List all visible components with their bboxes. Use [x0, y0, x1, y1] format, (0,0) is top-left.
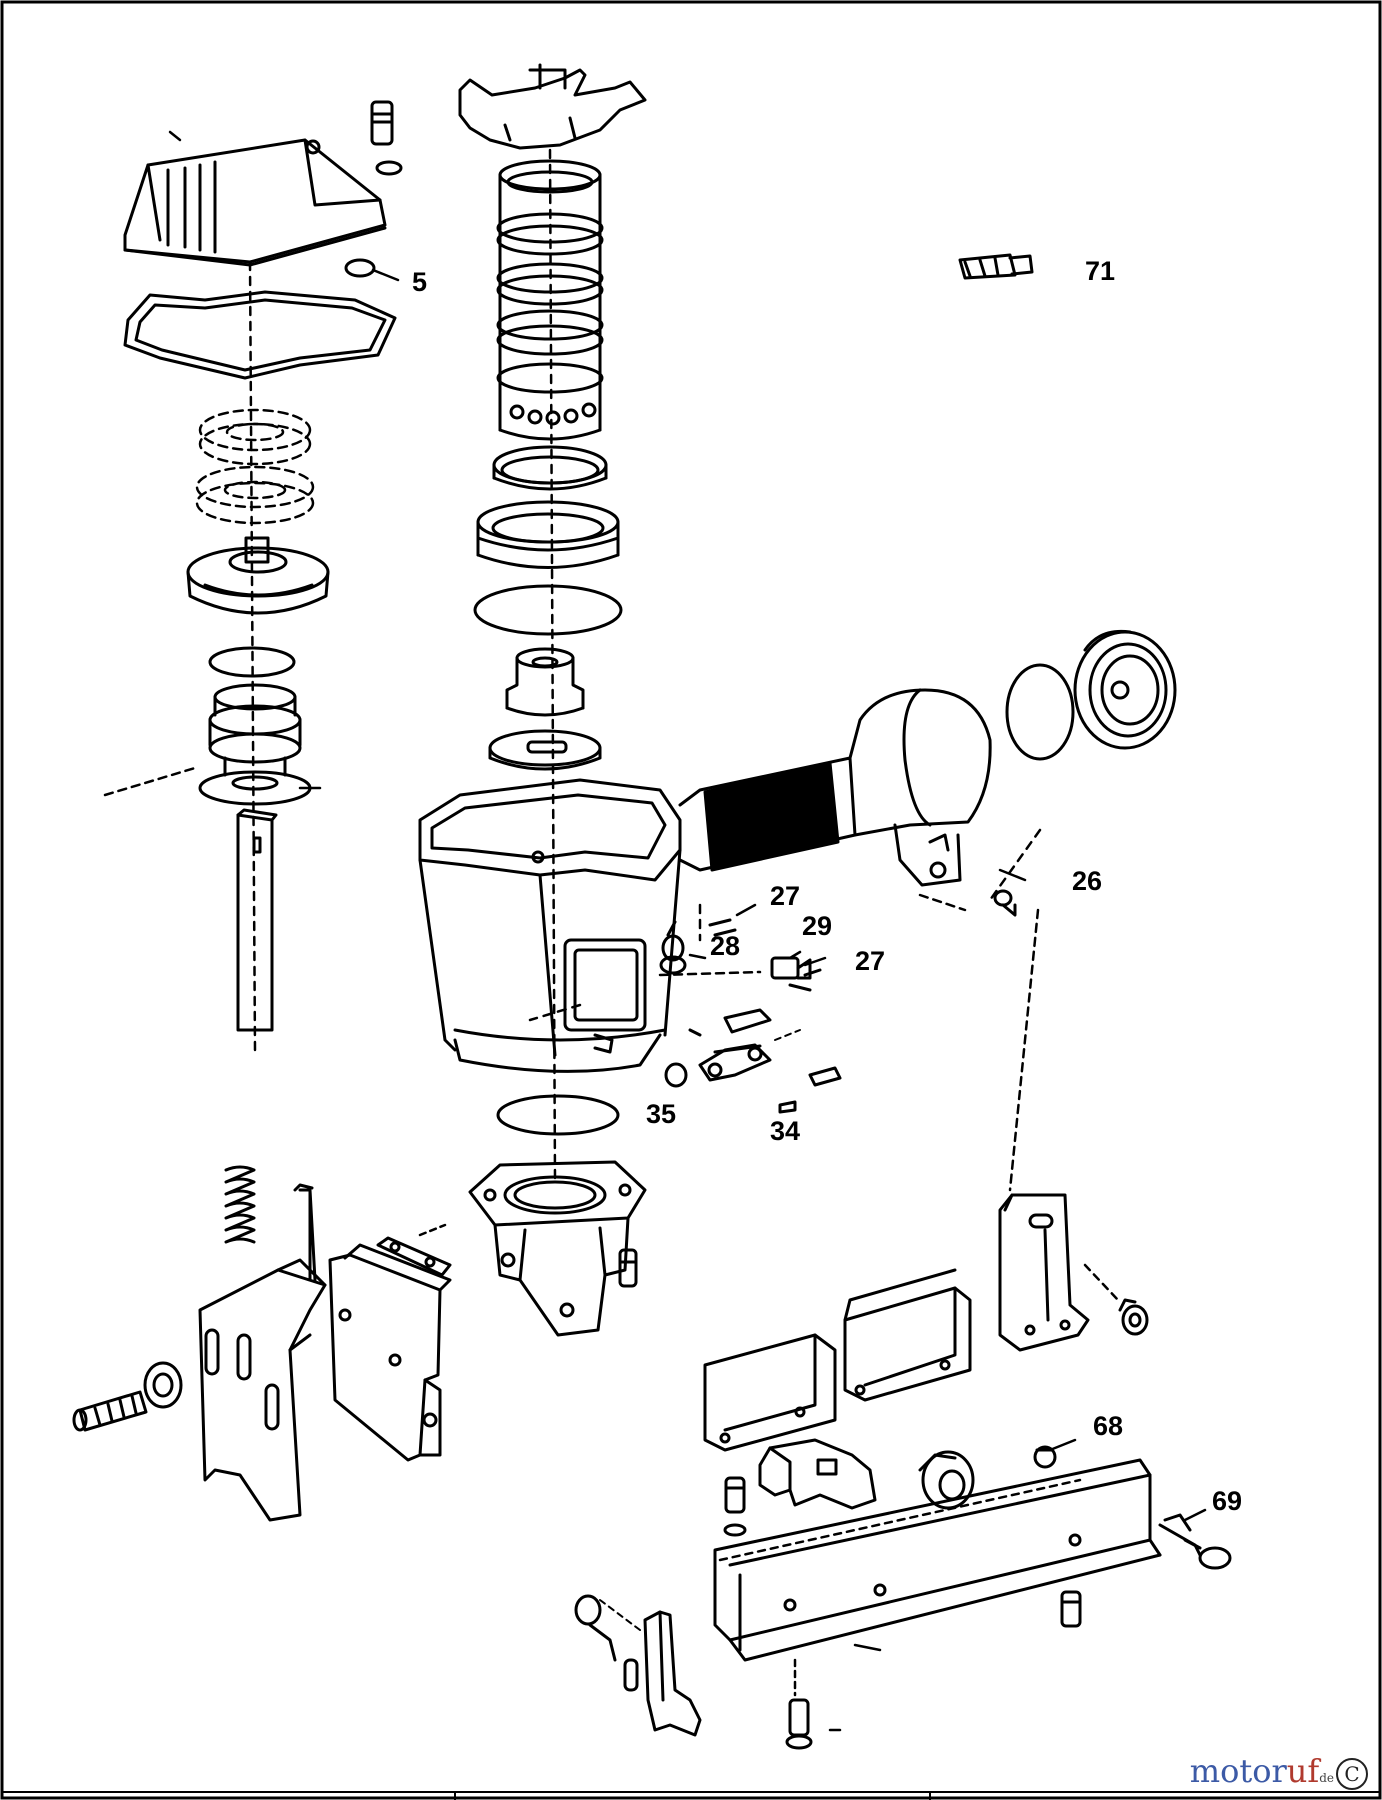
bracket-dash-line [1008, 908, 1040, 1192]
part-label-68: 68 [1093, 1411, 1123, 1441]
copyright-icon: C [1336, 1757, 1368, 1790]
part-label-34: 34 [770, 1116, 800, 1146]
bracket-plate [998, 1193, 1090, 1352]
part-label-27-top: 27 [770, 881, 800, 911]
housing-o-ring [496, 1094, 620, 1136]
nose-base [468, 1160, 647, 1337]
magazine-screw-left [723, 1476, 747, 1537]
part-label-27-bottom: 27 [855, 946, 885, 976]
part-labels: 5 71 26 27 28 29 27 35 34 68 69 [412, 256, 1242, 1516]
spring [224, 1165, 256, 1244]
handle-bracket [893, 823, 967, 912]
nose-screw [618, 1248, 638, 1288]
part-label-29: 29 [802, 911, 832, 941]
end-bolt-69 [1158, 1513, 1232, 1570]
piston-assembly [186, 536, 330, 615]
trigger-parts [658, 918, 842, 1114]
part-label-28: 28 [710, 931, 740, 961]
small-parts-right [958, 253, 1034, 280]
cap-gasket [123, 290, 397, 380]
cylinder-seat [476, 500, 620, 569]
roller [918, 1450, 975, 1510]
driver-blade [236, 808, 278, 1032]
bottom-screw [785, 1658, 813, 1750]
nose-latch [574, 1594, 702, 1737]
magazine-rail [713, 1458, 1162, 1662]
part-label-5: 5 [412, 267, 427, 297]
cylinder-o-ring [473, 584, 623, 636]
magazine-cover-2 [843, 1268, 972, 1402]
bumper-pin-dashed [103, 766, 197, 797]
main-housing [418, 778, 682, 1073]
watermark-text-1: motor [1189, 1752, 1287, 1790]
cylinder-ring [492, 445, 608, 491]
top-cap [123, 138, 387, 267]
dashed-seal-2 [195, 465, 315, 525]
watermark-suffix: de [1319, 1771, 1334, 1785]
part-26-pin [993, 889, 1017, 917]
handle-grip [678, 688, 992, 872]
end-cap-o-ring [1005, 663, 1075, 761]
magazine-screw-right [1060, 1590, 1082, 1628]
guide-body [198, 1183, 327, 1522]
magazine-cover-1 [703, 1333, 837, 1452]
end-cap [1073, 629, 1177, 750]
spacer-plate [488, 729, 602, 771]
bumper-center [505, 647, 585, 717]
leader-lines [168, 130, 1207, 1732]
watermark-text-2: uf [1286, 1752, 1320, 1790]
adjust-screw [72, 1361, 183, 1432]
dashed-seal-1 [198, 408, 312, 466]
part-label-26: 26 [1072, 866, 1102, 896]
o-ring-5 [344, 258, 376, 278]
part-label-35: 35 [646, 1099, 676, 1129]
cap-screw [370, 100, 403, 176]
part-label-69: 69 [1212, 1486, 1242, 1516]
bumper-assembly [198, 683, 312, 806]
cap-gasket-inner [134, 298, 387, 372]
bracket-nut [1083, 1263, 1149, 1336]
explosion-axes [248, 148, 1042, 1182]
part-label-71: 71 [1085, 256, 1115, 286]
guide-plate [328, 1243, 452, 1462]
pusher [758, 1438, 877, 1510]
head-valve-top [458, 63, 647, 150]
rail-dashed-line [718, 1478, 1082, 1562]
guide-bar [376, 1223, 452, 1277]
